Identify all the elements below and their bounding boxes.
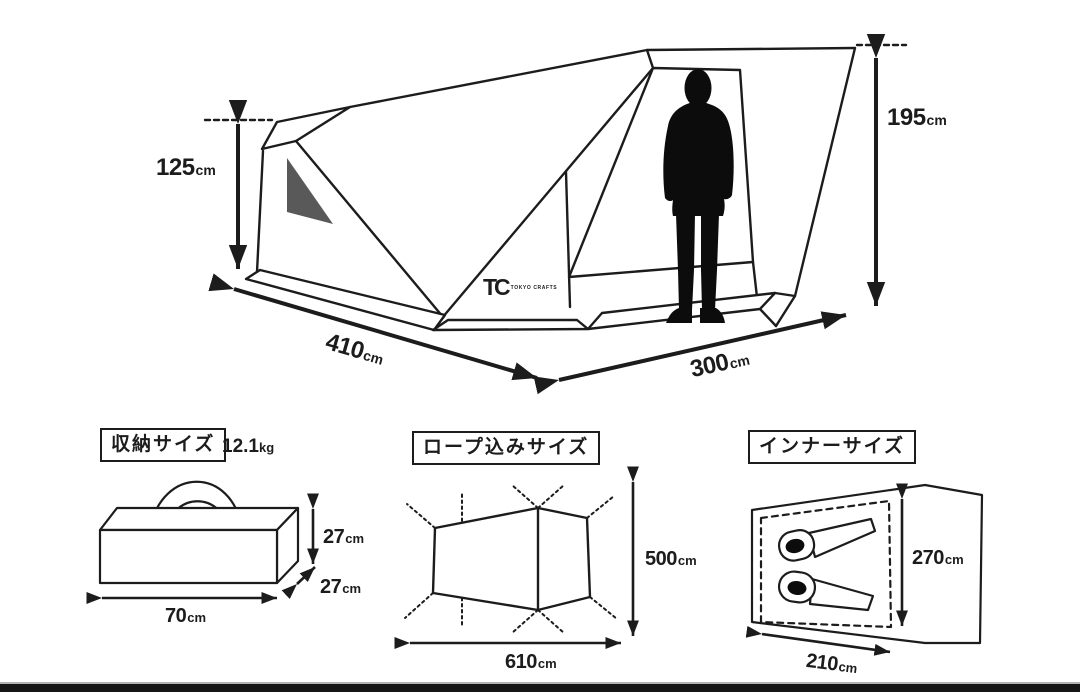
weight-value: 12.1 xyxy=(222,436,259,457)
dim-27d-value: 27 xyxy=(320,576,342,598)
arrow-300cm xyxy=(533,311,847,395)
person-torso xyxy=(663,101,734,216)
storage-size-title: 収納サイズ xyxy=(100,428,227,462)
storage-bag-drawing xyxy=(98,480,300,585)
ridge-line xyxy=(348,46,857,109)
guy-ropes xyxy=(404,484,618,634)
rope-layout-drawing xyxy=(404,484,618,634)
dim-label-27cm-height: 27cm xyxy=(323,527,364,547)
inner-layout-drawing xyxy=(750,483,984,645)
inner-dimension-arrows xyxy=(745,483,908,656)
peak-connector xyxy=(645,48,655,70)
storage-weight: 12.1kg xyxy=(222,436,274,458)
dim-label-610cm: 610cm xyxy=(505,652,557,672)
arrow-210cm xyxy=(745,625,891,656)
vent-window xyxy=(287,158,333,224)
logo-mark: TC xyxy=(483,274,511,300)
left-wall-edge xyxy=(255,149,265,274)
storage-dimension-arrows xyxy=(86,493,319,604)
sleeping-bag-1 xyxy=(777,517,877,562)
inner-footprint-outline xyxy=(750,483,984,645)
dim-label-27cm-depth: 27cm xyxy=(320,577,361,597)
dim-210-value: 210 xyxy=(804,649,840,676)
dim-195-value: 195 xyxy=(887,104,926,131)
inner-title-text: インナーサイズ xyxy=(759,436,906,457)
dim-410-unit: cm xyxy=(361,346,386,368)
person-right-leg xyxy=(701,214,719,310)
arrow-410cm xyxy=(208,273,538,381)
ground-skirt-front xyxy=(431,318,590,332)
logo-brand-text: TOKYO CRAFTS xyxy=(510,285,558,291)
bag-top-face xyxy=(98,506,300,532)
dim-610-unit: cm xyxy=(537,656,557,671)
dim-300-unit: cm xyxy=(728,351,752,372)
dim-label-500cm: 500cm xyxy=(645,549,697,569)
dim-label-70cm: 70cm xyxy=(165,606,206,626)
footprint-outline xyxy=(431,506,592,612)
dim-210-unit: cm xyxy=(837,658,859,677)
person-head xyxy=(684,69,712,107)
dim-27d-unit: cm xyxy=(342,581,362,596)
dim-610-value: 610 xyxy=(505,651,537,673)
rope-size-title: ロープ込みサイズ xyxy=(412,431,601,465)
rope-title-text: ロープ込みサイズ xyxy=(423,437,590,458)
main-dimension-arrows xyxy=(208,34,886,395)
dim-label-195cm: 195cm xyxy=(887,106,947,130)
dim-270-unit: cm xyxy=(944,552,964,567)
sleeping-bag-2-pillow xyxy=(787,580,807,596)
inner-size-title: インナーサイズ xyxy=(748,430,917,464)
storage-title-text: 収納サイズ xyxy=(111,434,216,455)
sleeping-bag-1-pillow xyxy=(785,538,805,554)
inner-tent-edge xyxy=(564,170,572,309)
dim-500-unit: cm xyxy=(677,553,697,568)
dim-500-value: 500 xyxy=(645,548,677,570)
bottom-bar xyxy=(0,682,1080,692)
dim-27h-unit: cm xyxy=(345,531,365,546)
rope-dimension-arrows xyxy=(394,466,639,649)
dim-270-value: 270 xyxy=(912,547,944,569)
tokyo-crafts-logo: TC TOKYO CRAFTS xyxy=(483,274,558,300)
dim-195-unit: cm xyxy=(926,112,947,128)
person-left-leg xyxy=(676,214,695,310)
dim-125-value: 125 xyxy=(156,154,195,181)
sleeping-bag-1-body xyxy=(807,517,877,559)
dim-27h-value: 27 xyxy=(323,526,345,548)
dim-125-unit: cm xyxy=(195,162,216,178)
dim-70-unit: cm xyxy=(187,610,207,625)
sleeping-bag-2 xyxy=(777,570,875,612)
person-silhouette xyxy=(663,69,734,323)
inner-tent-dashed-outline xyxy=(759,499,893,629)
sleeping-bag-2-body xyxy=(808,577,875,612)
right-outer-edge xyxy=(774,46,857,328)
dim-label-125cm: 125cm xyxy=(156,156,216,180)
visor-flap xyxy=(260,105,352,151)
dim-label-270cm: 270cm xyxy=(912,548,964,568)
arrow-27cm-depth xyxy=(281,566,316,600)
bag-front-face xyxy=(98,528,279,585)
dim-70-value: 70 xyxy=(165,605,187,627)
weight-unit: kg xyxy=(258,440,275,455)
